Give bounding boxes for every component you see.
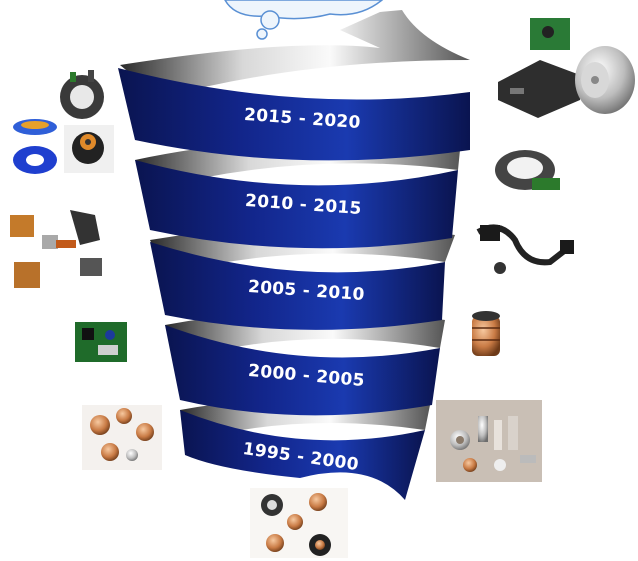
spiral-band-1 [118,68,470,161]
motor-stator-icon [495,150,560,190]
pcb-icon [75,322,127,362]
commutator-icon [82,405,162,470]
encoder-disc-icon [64,125,114,173]
sintered-parts-icon [436,400,542,482]
motor-stator-icon [60,70,104,119]
wiring-harness-icon [476,224,574,274]
thought-cloud-icon [224,0,384,40]
controller-box-icon [498,18,580,118]
brush-holder-icon [10,210,102,288]
copper-parts-icon [250,488,348,558]
electric-motor-icon [575,46,635,114]
magnet-ring-icon [13,119,57,174]
spiral-band-3 [150,242,445,330]
spiral-band-2 [135,160,458,249]
spiral-band-5 [180,410,425,500]
slip-ring-icon [472,311,500,356]
spiral-band-4 [165,325,440,416]
